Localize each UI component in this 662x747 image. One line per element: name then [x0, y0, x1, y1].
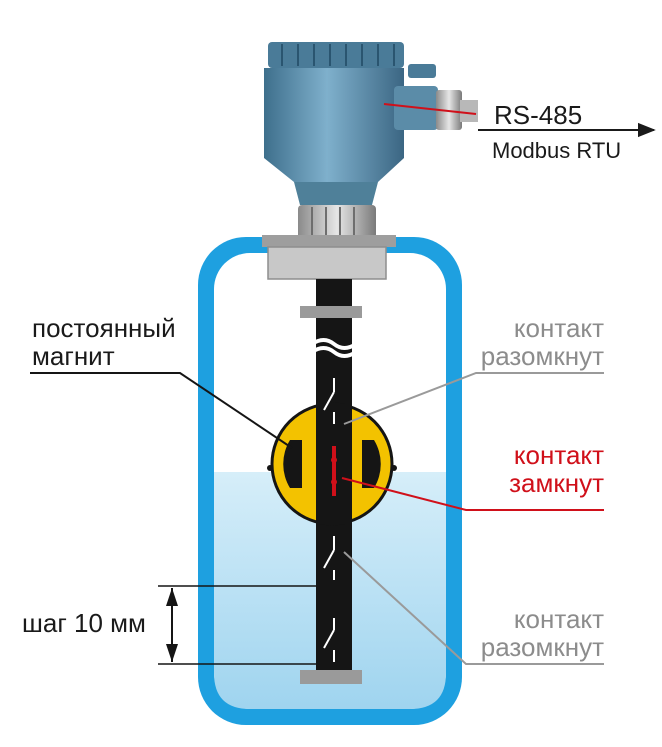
step-arrow-down: [166, 644, 178, 662]
contact-open-top-line2: разомкнут: [481, 341, 604, 371]
sensor-head: [262, 42, 478, 280]
reed-contact-closed: [331, 446, 337, 496]
cable-gland-nut: [436, 90, 462, 130]
wire: [383, 103, 477, 115]
housing-cap: [268, 42, 404, 68]
magnet-label-line2: магнит: [32, 341, 115, 371]
cable-gland-tip: [460, 100, 478, 122]
magnet-right: [362, 440, 381, 488]
screw-cover: [408, 64, 436, 78]
flange: [267, 246, 387, 280]
contact-open-top-leader: [343, 372, 604, 425]
rod-break-top: [310, 338, 358, 350]
reed-contact-open-lower: [323, 536, 335, 580]
magnet-leader: [30, 372, 293, 449]
step-arrow-up: [166, 588, 178, 606]
step-label: шаг 10 мм: [22, 608, 146, 638]
contact-closed-line1: контакт: [514, 440, 604, 470]
reed-contact-open-upper: [323, 378, 335, 424]
housing-body: [264, 68, 404, 182]
lower-stop-ring: [300, 670, 362, 684]
contact-open-bottom-line1: контакт: [514, 604, 604, 634]
coupling-nut: [298, 205, 376, 241]
rod-break-bottom: [310, 346, 358, 358]
contact-closed-line2: замкнут: [509, 468, 604, 498]
upper-stop-ring: [300, 306, 362, 318]
reed-contact-open-bottom: [323, 618, 335, 662]
contact-open-top-line1: контакт: [514, 313, 604, 343]
magnet-left: [283, 440, 302, 488]
contact-open-bottom-line2: разомкнут: [481, 632, 604, 662]
contact-closed-leader: [341, 477, 604, 511]
contact-open-bottom-leader: [343, 551, 604, 665]
interface-label: RS-485: [494, 100, 582, 130]
flange-top: [262, 235, 396, 247]
protocol-label: Modbus RTU: [492, 138, 621, 163]
magnet-label-line1: постоянный: [32, 313, 176, 343]
housing-neck: [294, 182, 378, 205]
